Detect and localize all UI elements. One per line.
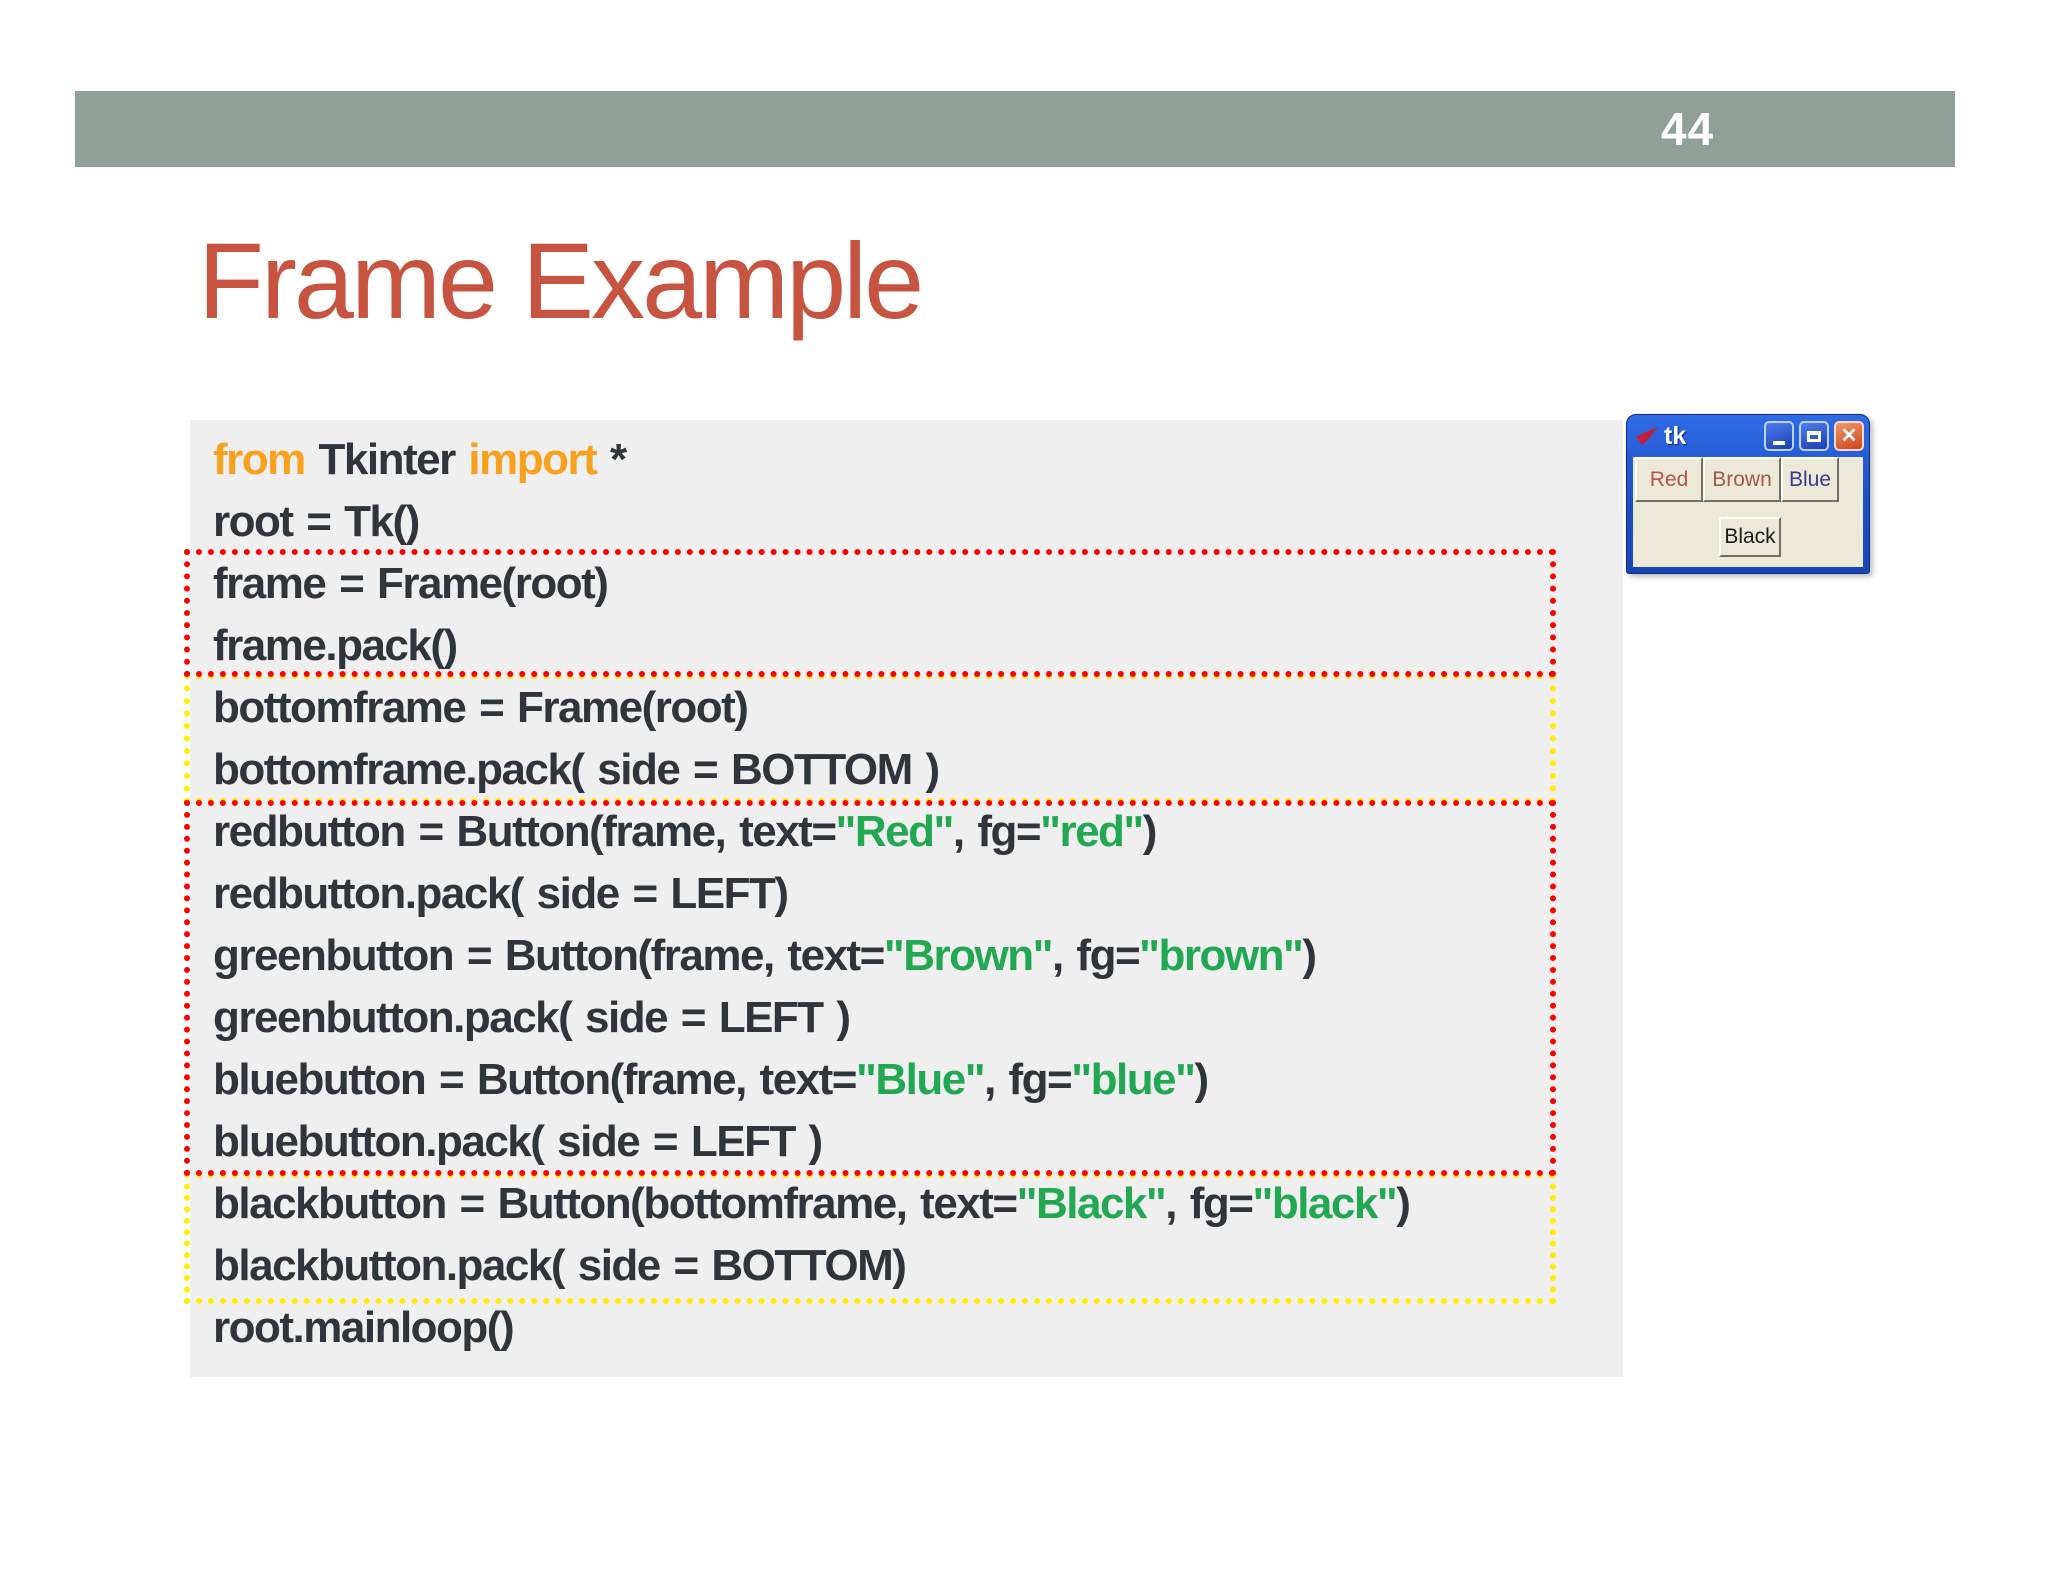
- code-segment-plain: greenbutton = Button(frame, text=: [213, 931, 885, 980]
- code-segment-string: "black": [1252, 1179, 1397, 1228]
- tk-red-button[interactable]: Red: [1635, 457, 1703, 502]
- code-line: greenbutton.pack( side = LEFT ): [213, 987, 1623, 1049]
- code-segment-plain: , fg=: [952, 807, 1042, 856]
- code-line: root.mainloop(): [213, 1297, 1623, 1359]
- code-segment-string: "Red": [835, 807, 955, 856]
- code-segment-plain: ): [1194, 1055, 1209, 1104]
- close-icon: ✕: [1840, 425, 1858, 447]
- tk-black-button[interactable]: Black: [1719, 517, 1781, 557]
- tk-titlebar: tk ✕: [1627, 415, 1869, 457]
- code-segment-string: "red": [1040, 807, 1144, 856]
- code-segment-plain: , fg=: [984, 1055, 1073, 1104]
- tk-window-controls: ✕: [1759, 421, 1864, 451]
- close-button[interactable]: ✕: [1834, 421, 1864, 451]
- code-segment-string: "brown": [1139, 931, 1304, 980]
- code-segment-plain: bottomframe = Frame(root): [213, 683, 749, 732]
- code-segment-plain: frame.pack(): [213, 621, 458, 670]
- code-line: frame = Frame(root): [213, 553, 1623, 615]
- maximize-button[interactable]: [1799, 421, 1829, 451]
- code-block: from Tkinter import * root = Tk() frame = …: [190, 420, 1623, 1377]
- maximize-icon: [1807, 430, 1821, 442]
- code-segment-plain: frame = Frame(root): [213, 559, 609, 608]
- tk-logo-icon: [1636, 427, 1658, 445]
- page-title: Frame Example: [198, 220, 924, 341]
- code-segment-plain: root = Tk(): [213, 497, 420, 546]
- code-segment-plain: , fg=: [1051, 931, 1141, 980]
- code-segment-plain: , fg=: [1165, 1179, 1254, 1228]
- code-segment-string: "Brown": [883, 931, 1054, 980]
- code-line: bluebutton = Button(frame, text="Blue", …: [213, 1049, 1623, 1111]
- tk-blue-button[interactable]: Blue: [1781, 457, 1839, 502]
- code-line: from Tkinter import *: [213, 429, 1623, 491]
- page-number: 44: [1661, 103, 1715, 155]
- code-segment-plain: ): [1396, 1179, 1411, 1228]
- code-segment-string: "Black": [1016, 1179, 1167, 1228]
- code-segment-keyword: import: [468, 435, 611, 484]
- code-segment-string: "blue": [1071, 1055, 1196, 1104]
- code-segment-plain: bottomframe.pack( side = BOTTOM ): [213, 745, 940, 794]
- code-line: bluebutton.pack( side = LEFT ): [213, 1111, 1623, 1173]
- code-segment-plain: redbutton.pack( side = LEFT): [213, 869, 789, 918]
- minimize-icon: [1773, 441, 1785, 445]
- code-segment-plain: ): [1302, 931, 1317, 980]
- code-lines: from Tkinter import * root = Tk() frame = …: [213, 429, 1623, 1359]
- tk-window-title: tk: [1664, 421, 1687, 450]
- code-segment-string: "Blue": [856, 1055, 986, 1104]
- code-segment-plain: bluebutton = Button(frame, text=: [213, 1055, 858, 1104]
- code-line: root = Tk(): [213, 491, 1623, 553]
- code-line: bottomframe.pack( side = BOTTOM ): [213, 739, 1623, 801]
- code-line: blackbutton.pack( side = BOTTOM): [213, 1235, 1623, 1297]
- minimize-button[interactable]: [1764, 421, 1794, 451]
- code-line: frame.pack(): [213, 615, 1623, 677]
- code-segment-plain: redbutton = Button(frame, text=: [213, 807, 837, 856]
- code-line: blackbutton = Button(bottomframe, text="…: [213, 1173, 1623, 1235]
- code-segment-keyword: from: [213, 435, 319, 484]
- header-bar: 44: [75, 91, 1955, 167]
- tk-brown-button[interactable]: Brown: [1703, 457, 1781, 502]
- code-line: redbutton.pack( side = LEFT): [213, 863, 1623, 925]
- code-segment-plain: Tkinter: [318, 435, 469, 484]
- code-segment-plain: bluebutton.pack( side = LEFT ): [213, 1117, 823, 1166]
- code-line: greenbutton = Button(frame, text="Brown"…: [213, 925, 1623, 987]
- code-segment-plain: blackbutton = Button(bottomframe, text=: [213, 1179, 1018, 1228]
- code-line: bottomframe = Frame(root): [213, 677, 1623, 739]
- code-segment-plain: *: [610, 435, 627, 484]
- code-segment-plain: ): [1142, 807, 1158, 856]
- code-segment-plain: root.mainloop(): [213, 1303, 515, 1352]
- code-segment-plain: greenbutton.pack( side = LEFT ): [213, 993, 851, 1042]
- code-segment-plain: blackbutton.pack( side = BOTTOM): [213, 1241, 907, 1290]
- code-line: redbutton = Button(frame, text="Red", fg…: [213, 801, 1623, 863]
